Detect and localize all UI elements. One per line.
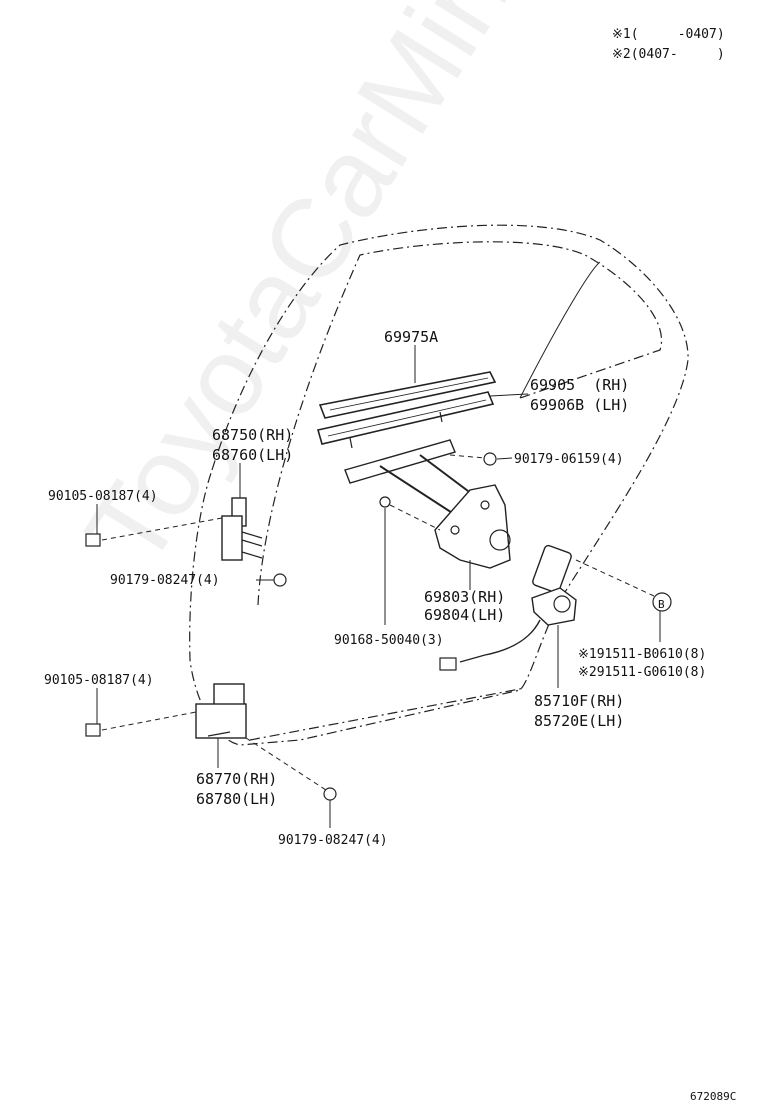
label-bolt-opt2: ※291511-G0610(8) — [578, 665, 707, 680]
label-motor-rh: 85710F(RH) — [534, 692, 625, 710]
legend-row2-mark: ※2 — [612, 47, 631, 62]
window-frame-inner — [519, 261, 601, 399]
weatherstrip-part — [318, 371, 497, 419]
label-bolt-mid: 90168-50040(3) — [334, 633, 444, 648]
door-outline — [189, 224, 689, 746]
legend-row1: ※1( -0407) — [612, 26, 725, 44]
label-bolt-upper: 90105-08187(4) — [48, 489, 158, 504]
label-hinge-upper-lh: 68760(LH) — [212, 446, 294, 464]
legend-row1-range: ( -0407) — [630, 27, 725, 42]
assembly-lines — [101, 454, 655, 791]
window-frame — [257, 241, 663, 606]
circle-b-marker — [652, 592, 672, 612]
label-nut-lower: 90179-08247(4) — [278, 833, 388, 848]
motor-part — [439, 544, 577, 671]
label-regulator-rh: 69803(RH) — [424, 588, 506, 606]
upper-hinge-part — [221, 497, 263, 561]
door-bottom-edge — [249, 687, 526, 741]
label-weatherstrip: 69975A — [384, 328, 439, 346]
label-regulator-lh: 69804(LH) — [424, 606, 506, 624]
label-circle-b: B — [658, 598, 665, 611]
regulator-part — [344, 439, 511, 569]
label-bolt-opt1: ※191511-B0610(8) — [578, 647, 707, 662]
channel-part — [316, 391, 495, 449]
label-hinge-upper-rh: 68750(RH) — [212, 426, 294, 444]
lower-hinge-part — [195, 683, 247, 739]
label-channel-rh: 69905 (RH) — [530, 376, 630, 394]
figure-code: 672089C — [690, 1090, 737, 1103]
label-hinge-lower-lh: 68780(LH) — [196, 790, 278, 808]
leader-lines — [96, 345, 661, 828]
label-bolt-lower: 90105-08187(4) — [44, 673, 154, 688]
label-nut-upper: 90179-08247(4) — [110, 573, 220, 588]
legend-row2-range: (0407- ) — [630, 47, 725, 62]
label-channel-lh: 69906B (LH) — [530, 396, 630, 414]
label-nut-top: 90179-06159(4) — [514, 452, 624, 467]
label-hinge-lower-rh: 68770(RH) — [196, 770, 278, 788]
label-motor-lh: 85720E(LH) — [534, 712, 625, 730]
legend-row2: ※2(0407- ) — [612, 46, 725, 64]
legend-row1-mark: ※1 — [612, 27, 631, 42]
